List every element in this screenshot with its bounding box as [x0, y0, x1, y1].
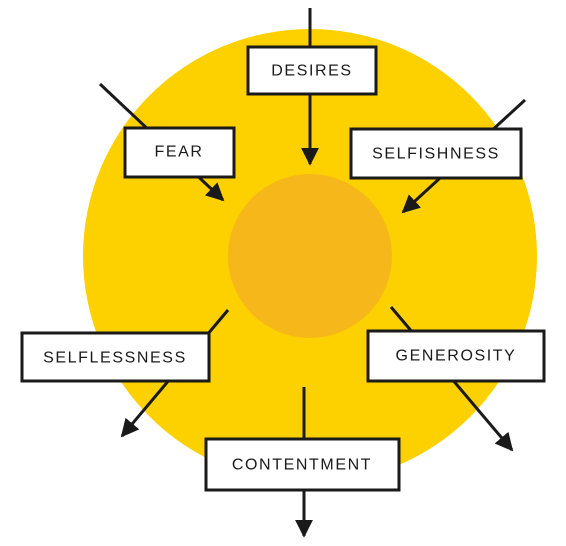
inner-circle	[228, 174, 392, 338]
box-generosity: GENEROSITY	[366, 329, 546, 383]
label-fear: FEAR	[154, 144, 203, 161]
label-selflessness: SELFLESSNESS	[43, 350, 187, 367]
label-selfishness: SELFISHNESS	[372, 146, 500, 163]
box-selfishness: SELFISHNESS	[349, 127, 523, 180]
box-selflessness: SELFLESSNESS	[20, 331, 211, 383]
box-desires: DESIRES	[246, 45, 378, 96]
label-desires: DESIRES	[271, 63, 352, 80]
label-contentment: CONTENTMENT	[232, 457, 372, 474]
label-generosity: GENEROSITY	[396, 348, 517, 365]
box-contentment: CONTENTMENT	[204, 437, 401, 492]
box-fear: FEAR	[123, 126, 236, 179]
